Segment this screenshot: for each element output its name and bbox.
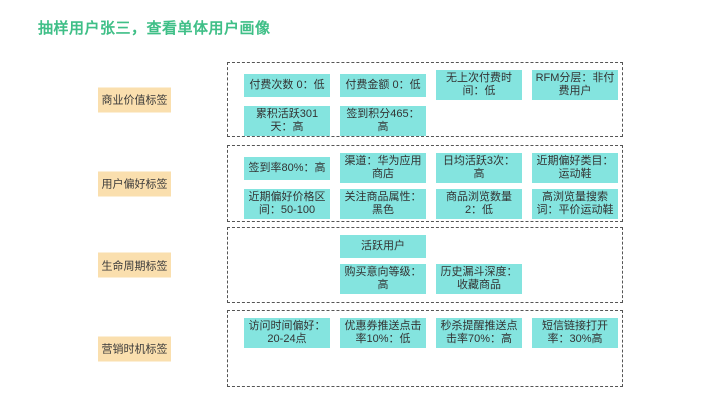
section-label-lifecycle: 生命周期标签: [98, 252, 171, 278]
tag: 秒杀提醒推送点击率70%：高: [436, 318, 522, 348]
tag: 签到率80%：高: [244, 156, 330, 180]
user-preference-tags-box: 签到率80%：高渠道：华为应用商店日均活跃3次：高近期偏好类目：运动鞋近期偏好价…: [227, 145, 623, 222]
section-user-preference: 用户偏好标签 签到率80%：高渠道：华为应用商店日均活跃3次：高近期偏好类目：运…: [0, 145, 720, 222]
tag: 累积活跃301天：高: [244, 106, 330, 136]
tag: 商品浏览数量2：低: [436, 189, 522, 219]
tag: 优惠券推送点击率10%：低: [340, 318, 426, 348]
marketing-timing-tags-box: 访问时间偏好：20-24点优惠券推送点击率10%：低秒杀提醒推送点击率70%：高…: [227, 310, 623, 387]
section-marketing-timing: 营销时机标签 访问时间偏好：20-24点优惠券推送点击率10%：低秒杀提醒推送点…: [0, 310, 720, 387]
business-value-tags-box: 付费次数 0：低付费金额 0：低无上次付费时间：低 RFM分层：非付费用户累积活跃…: [227, 62, 623, 137]
lifecycle-tag-grid: 活跃用户购买意向等级：高历史漏斗深度：收藏商品: [228, 228, 622, 301]
section-lifecycle: 生命周期标签 活跃用户购买意向等级：高历史漏斗深度：收藏商品: [0, 227, 720, 303]
user-preference-tag-grid: 签到率80%：高渠道：华为应用商店日均活跃3次：高近期偏好类目：运动鞋近期偏好价…: [228, 146, 622, 226]
marketing-timing-tag-grid: 访问时间偏好：20-24点优惠券推送点击率10%：低秒杀提醒推送点击率70%：高…: [228, 311, 622, 355]
tag: 关注商品属性：黑色: [340, 189, 426, 219]
tag: 付费金额 0：低: [340, 73, 426, 97]
tag: RFM分层：非付费用户: [532, 70, 618, 100]
section-label-business-value: 商业价值标签: [98, 87, 171, 112]
lifecycle-tags-box: 活跃用户购买意向等级：高历史漏斗深度：收藏商品: [227, 227, 623, 303]
section-business-value: 商业价值标签 付费次数 0：低付费金额 0：低无上次付费时间：低 RFM分层：非付…: [0, 62, 720, 137]
tag: 历史漏斗深度：收藏商品: [436, 264, 522, 294]
tag: 签到积分465：高: [340, 106, 426, 136]
tag: 近期偏好价格区间：50-100: [244, 189, 330, 219]
tag: 购买意向等级：高: [340, 264, 426, 294]
page-title: 抽样用户张三，查看单体用户画像: [38, 20, 271, 37]
tag: 渠道：华为应用商店: [340, 153, 426, 183]
tag: 高浏览量搜索词：平价运动鞋: [532, 189, 618, 219]
section-label-marketing-timing: 营销时机标签: [98, 336, 171, 361]
tag: 日均活跃3次：高: [436, 153, 522, 183]
business-value-tag-grid: 付费次数 0：低付费金额 0：低无上次付费时间：低 RFM分层：非付费用户累积活跃…: [228, 63, 622, 143]
tag: 活跃用户: [340, 235, 426, 258]
section-label-user-preference: 用户偏好标签: [98, 171, 171, 196]
tag: 无上次付费时间：低: [436, 70, 522, 100]
tag: 访问时间偏好：20-24点: [244, 318, 330, 348]
tag: 短信链接打开率：30%高: [532, 318, 618, 348]
tag: 付费次数 0：低: [244, 73, 330, 97]
tag: 近期偏好类目：运动鞋: [532, 153, 618, 183]
